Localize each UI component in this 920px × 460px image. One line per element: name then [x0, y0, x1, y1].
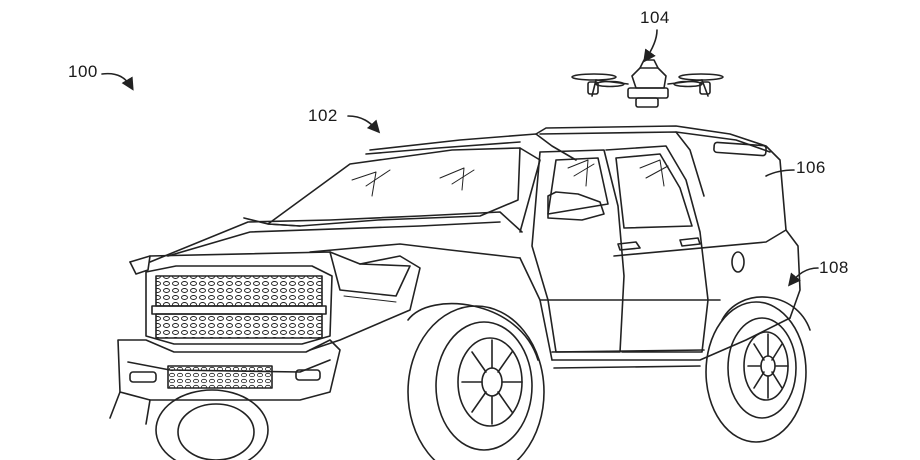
headlight-left	[129, 255, 151, 275]
rear-door	[605, 145, 709, 353]
front-end	[109, 251, 421, 425]
reference-numeral-104: 104	[640, 8, 670, 27]
reference-numeral-106: 106	[796, 158, 826, 177]
front-wheel-left	[155, 389, 269, 460]
lower-grille	[167, 365, 273, 389]
rear-wheel	[705, 296, 811, 443]
headlight-right	[329, 251, 411, 297]
leader-100	[101, 72, 134, 91]
topper-cap	[535, 125, 787, 257]
reference-numeral-108: 108	[819, 258, 849, 277]
leader-102	[347, 115, 381, 134]
side-mirror	[547, 191, 605, 221]
grille-mesh-top	[155, 275, 323, 307]
front-bumper	[117, 339, 341, 401]
leader-106	[765, 169, 795, 177]
vehicle-body	[149, 133, 801, 369]
drone	[571, 59, 724, 108]
leader-lines	[101, 29, 819, 287]
reference-numeral-100: 100	[68, 62, 98, 81]
grille-mesh-bottom	[155, 313, 323, 339]
front-door	[531, 149, 625, 353]
leader-108	[788, 267, 819, 287]
grille-frame	[145, 265, 333, 345]
front-wheel-right	[407, 302, 545, 460]
windshield	[267, 147, 521, 227]
leader-104	[643, 29, 658, 63]
grille-bar	[151, 305, 327, 315]
reference-numeral-102: 102	[308, 106, 338, 125]
